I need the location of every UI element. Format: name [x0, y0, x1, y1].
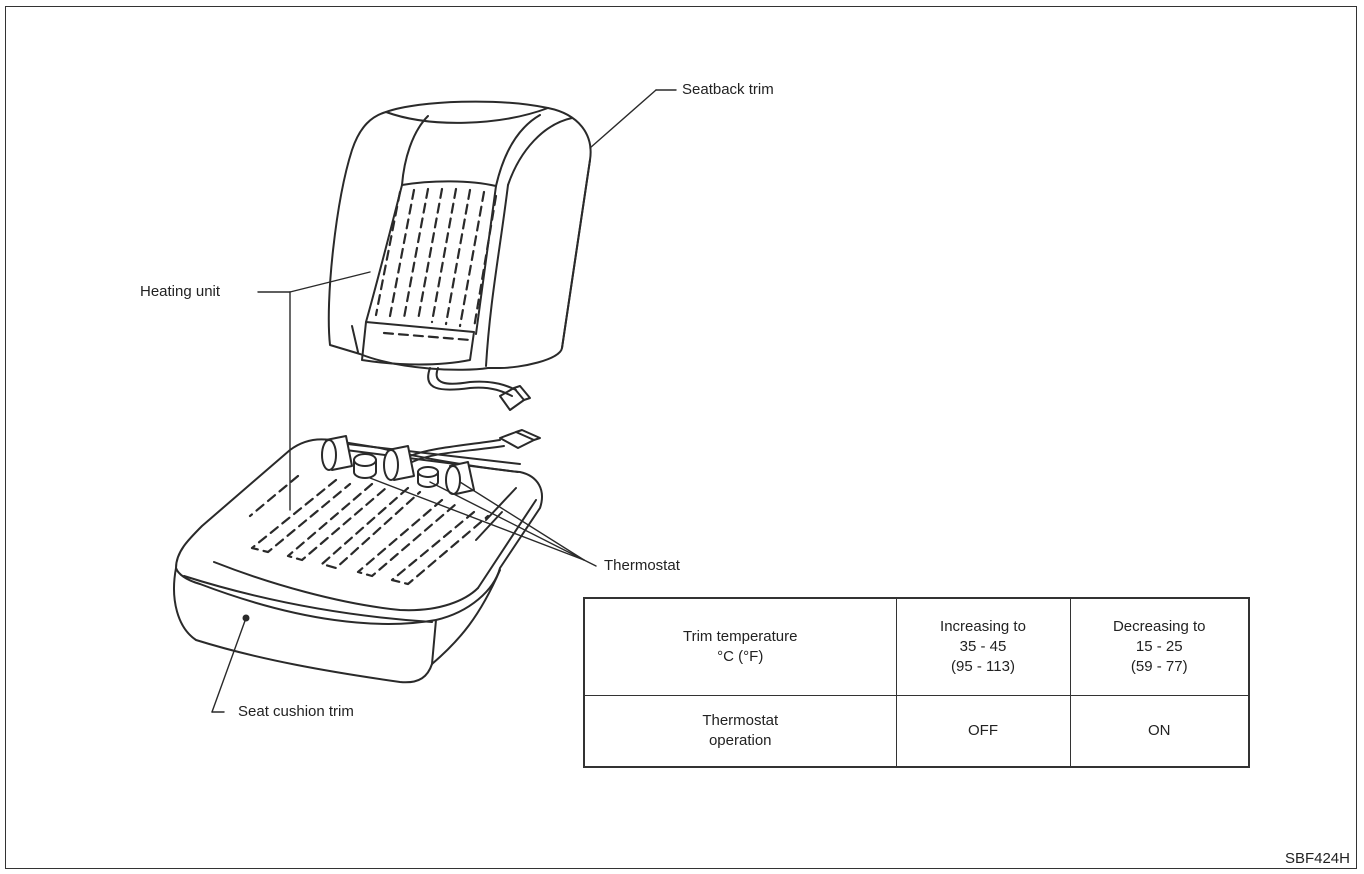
- seatback-trim-label: Seatback trim: [682, 81, 774, 99]
- thermostat-operation-header: Thermostat operation: [584, 696, 896, 768]
- thermostats: [322, 436, 474, 494]
- operation-off-cell: OFF: [896, 696, 1070, 768]
- seatback-trim-drawing: [329, 102, 591, 370]
- decreasing-temperature-cell: Decreasing to 15 - 25 (59 - 77): [1070, 598, 1249, 696]
- seatback-harness: [428, 368, 530, 410]
- seat-cushion-trim-label: Seat cushion trim: [238, 703, 354, 721]
- table-row: Trim temperature °C (°F) Increasing to 3…: [584, 598, 1249, 696]
- heating-unit-label: Heating unit: [140, 283, 220, 301]
- thermostat-label: Thermostat: [604, 557, 680, 575]
- increasing-temperature-cell: Increasing to 35 - 45 (95 - 113): [896, 598, 1070, 696]
- trim-temperature-header: Trim temperature °C (°F): [584, 598, 896, 696]
- figure-code: SBF424H: [1285, 850, 1350, 867]
- operation-on-cell: ON: [1070, 696, 1249, 768]
- table-row: Thermostat operation OFF ON: [584, 696, 1249, 768]
- thermostat-spec-table: Trim temperature °C (°F) Increasing to 3…: [583, 597, 1250, 768]
